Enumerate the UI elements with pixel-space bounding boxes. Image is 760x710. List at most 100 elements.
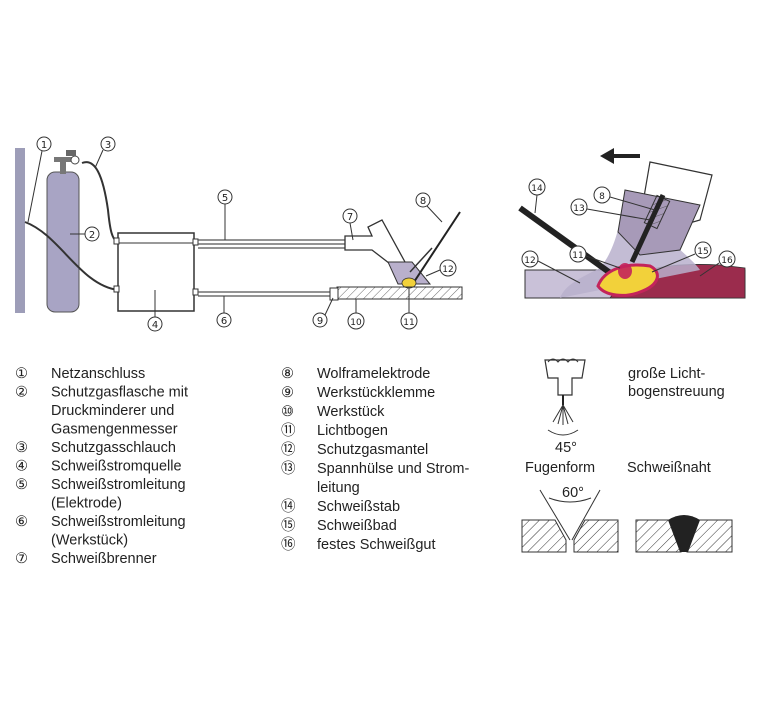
direction-arrow-icon [600, 148, 640, 164]
legend-text: (Werkstück) [51, 533, 128, 549]
callout-8: 8 [415, 192, 443, 223]
legend-number: ⑤ [15, 477, 28, 493]
arc-angle-label: 45° [555, 440, 577, 456]
svg-text:6: 6 [221, 316, 227, 327]
legend-item: ⑦ Schweißbrenner [15, 551, 157, 567]
callout-12: 12 [425, 259, 457, 277]
legend-item: ⑪ Lichtbogen [281, 422, 388, 439]
legend-text: festes Schweißgut [317, 537, 435, 553]
callout-1: 1 [27, 136, 52, 223]
legend-text: Spannhülse und Strom- [317, 461, 470, 477]
legend-number: ⑩ [281, 404, 294, 420]
svg-text:12: 12 [442, 265, 453, 275]
legend-text: Schutzgasmantel [317, 442, 428, 458]
legend-text: Schutzgasflasche mit [51, 385, 188, 401]
shielding-gas [560, 195, 700, 298]
svg-text:1: 1 [41, 140, 47, 151]
callout-11-detail: 11 [569, 245, 621, 269]
tungsten-electrode [629, 193, 666, 264]
joint-shape-figure: 60° [521, 485, 619, 553]
svg-text:12: 12 [524, 256, 535, 266]
svg-text:11: 11 [403, 318, 414, 328]
callout-2: 2 [70, 226, 100, 242]
legend-number: ⑬ [281, 460, 296, 477]
callout-5: 5 [217, 189, 233, 240]
arc-rays [552, 404, 574, 425]
legend-number: ⑯ [281, 536, 296, 553]
legend-item: ⑩ Werkstück [281, 404, 385, 420]
workpiece-cable [198, 287, 339, 301]
svg-text:9: 9 [317, 316, 323, 327]
legend-item: ⑫ Schutzgasmantel [281, 441, 428, 458]
power-source [113, 232, 199, 312]
callout-12-detail: 12 [521, 250, 581, 284]
weld-seam-figure [635, 515, 733, 553]
legend-item: ⑬ Spannhülse und Strom-leitung [281, 460, 470, 496]
legend-number: ⑪ [281, 422, 296, 439]
legend-number: ⑧ [281, 366, 294, 382]
callout-6: 6 [216, 296, 232, 328]
legend-text: Schutzgasschlauch [51, 440, 176, 456]
legend-text: Werkstück [317, 404, 385, 420]
legend-number: ④ [15, 459, 28, 475]
legend-text: Schweißbad [317, 518, 397, 534]
torch-nozzle-small [544, 359, 586, 396]
svg-text:13: 13 [573, 204, 584, 214]
svg-text:3: 3 [105, 140, 111, 151]
workpiece [336, 286, 463, 300]
gas-hose [81, 161, 119, 243]
svg-text:14: 14 [531, 184, 543, 194]
legend-text: Wolframelektrode [317, 366, 430, 382]
seam-bead [668, 515, 700, 552]
svg-text:7: 7 [347, 212, 353, 223]
gas-cylinder [46, 150, 80, 313]
callout-9: 9 [312, 297, 334, 328]
svg-text:8: 8 [599, 192, 605, 202]
legend-number: ⑨ [281, 385, 294, 401]
svg-text:4: 4 [152, 320, 158, 331]
callout-4: 4 [147, 290, 163, 332]
legend-item: ⑧ Wolframelektrode [281, 366, 430, 382]
svg-text:11: 11 [572, 251, 583, 261]
arc-spread-label-1: große Licht- [628, 366, 706, 382]
detail-filler-rod [518, 205, 622, 283]
callout-8-detail: 8 [593, 186, 656, 211]
legend-text: Lichtbogen [317, 423, 388, 439]
welding-setup [15, 148, 463, 313]
svg-text:10: 10 [350, 318, 362, 328]
legend-item: ⑨ Werkstückklemme [281, 385, 435, 401]
svg-text:5: 5 [222, 193, 228, 204]
mains-cable [24, 221, 119, 291]
legend-number: ⑮ [281, 517, 296, 534]
legend-number: ① [15, 366, 28, 382]
legend-number: ⑦ [15, 551, 28, 567]
electrode-cable [198, 239, 345, 249]
arc-spread-label-2: bogenstreuung [628, 384, 725, 400]
welding-torch [344, 219, 433, 285]
wall [15, 148, 25, 313]
legend-text: leitung [317, 480, 360, 496]
weld-seam-label: Schweißnaht [627, 460, 711, 476]
legend-text: Schweißstromleitung [51, 477, 186, 493]
callout-3: 3 [94, 136, 116, 169]
callouts-left: 1 2 3 4 5 6 7 [27, 136, 457, 332]
legend-text: Druckminderer und [51, 403, 174, 419]
legend-number: ② [15, 385, 28, 401]
legend-text: Werkstückklemme [317, 385, 435, 401]
weld-pool [596, 263, 659, 297]
weld-detail [518, 148, 746, 299]
arc-spread-figure: 45° große Licht- bogenstreuung [544, 358, 725, 456]
svg-text:8: 8 [420, 196, 426, 207]
legend-number: ⑥ [15, 514, 28, 530]
svg-text:15: 15 [697, 247, 708, 257]
legend-number: ③ [15, 440, 28, 456]
legend-number: ⑫ [281, 441, 296, 458]
legend-text: Schweißbrenner [51, 551, 157, 567]
